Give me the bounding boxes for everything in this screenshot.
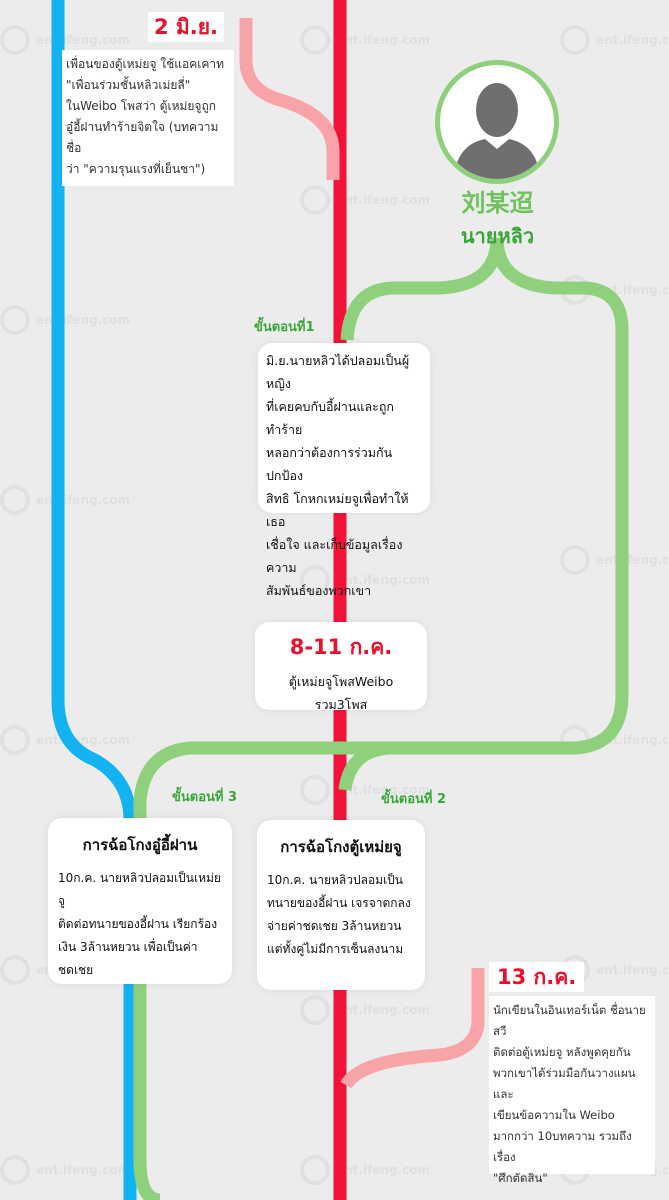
event-jun2-line: เพื่อนของตู้เหม่ยจู ใช้แอคเคาท: [66, 57, 225, 71]
person-avatar: [435, 60, 559, 184]
watermark-text: ent.ifeng.com: [336, 33, 431, 47]
watermark-circle-icon: [0, 1155, 30, 1185]
green-line-step3: [133, 741, 400, 1200]
step1-label: ขั้นตอนที่1: [254, 320, 315, 335]
step1-line: มิ.ย.นายหลิวได้ปลอมเป็นผู้หญิง: [266, 353, 410, 391]
event-jul8-date: 8-11 ก.ค.: [289, 635, 393, 659]
watermark-logo: ent.ifeng.com: [300, 180, 440, 220]
watermark-circle-icon: [0, 485, 30, 515]
watermark-text: ent.ifeng.com: [596, 963, 669, 977]
step2-line: แต่ทั้งคู่ไม่มีการเซ็นลงนาม: [267, 942, 404, 956]
watermark-text: ent.ifeng.com: [336, 1163, 431, 1177]
step1-line: สัมพันธ์ของพวกเขา: [266, 583, 372, 598]
step3-line: เงิน 3ล้านหยวน เพื่อเป็นค่าชดเชย: [58, 940, 198, 977]
event-jun2-line: ว่า "ความรุนแรงที่เย็นชา"): [66, 162, 206, 176]
event-jul13-line: มากกว่า 10บทความ รวมถึงเรื่อง: [493, 1129, 632, 1164]
watermark-logo: ent.ifeng.com: [300, 20, 440, 60]
pink-branch-top: [239, 18, 340, 180]
event-jun2-line: ในWeibo โพสว่า ตู้เหม่ยจูถูก: [66, 99, 216, 113]
person-thai-name: นายหลิว: [460, 224, 535, 248]
event-jun2-line: อู๋อี้ฝานทำร้ายจิตใจ (บทความชื่อ: [66, 120, 219, 155]
watermark-circle-icon: [0, 305, 30, 335]
event-jul8-text: ตู้เหม่ยจูโพสWeibo รวม3โพส: [288, 674, 394, 712]
watermark-text: ent.ifeng.com: [336, 1003, 431, 1017]
event-jul13-note: นักเขียนในอินเทอร์เน็ต ชื่อนายสวี ติดต่อ…: [489, 996, 655, 1185]
step2-title: การฉ้อโกงตู้เหม่ยจู: [280, 838, 402, 856]
watermark-text: ent.ifeng.com: [596, 33, 669, 47]
watermark-logo: ent.ifeng.com: [300, 770, 440, 810]
watermark-text: ent.ifeng.com: [336, 193, 431, 207]
pink-branch-bottom: [340, 968, 485, 1089]
watermark-circle-icon: [300, 185, 330, 215]
watermark-text: ent.ifeng.com: [336, 573, 431, 587]
step2-line: 10ก.ค. นายหลิวปลอมเป็น: [267, 873, 403, 887]
step3-title: การฉ้อโกงอู๋อี้ฝาน: [82, 836, 198, 854]
watermark-circle-icon: [0, 25, 30, 55]
event-jul13-line: "ศึกตัดสิน": [493, 1171, 548, 1185]
watermark-circle-icon: [560, 25, 590, 55]
watermark-text: ent.ifeng.com: [36, 1163, 131, 1177]
person-chinese-name: 刘某迢: [461, 189, 534, 217]
watermark-logo: ent.ifeng.com: [560, 20, 669, 60]
watermark-logo: ent.ifeng.com: [560, 540, 669, 580]
step1-line: สิทธิ โกหกเหม่ยจูเพื่อทำให้เธอ: [266, 491, 409, 529]
person-silhouette-icon: [454, 83, 540, 179]
event-jun2-text: เพื่อนของตู้เหม่ยจู ใช้แอคเคาท "เพื่อนร่…: [62, 50, 234, 186]
watermark-logo: ent.ifeng.com: [300, 560, 440, 600]
watermark-circle-icon: [300, 25, 330, 55]
watermark-circle-icon: [300, 1155, 330, 1185]
watermark-text: ent.ifeng.com: [596, 553, 669, 567]
step1-line: ที่เคยคบกับอี้ฝานและถูกทำร้าย: [266, 399, 394, 437]
step3-card: การฉ้อโกงอู๋อี้ฝาน 10ก.ค. นายหลิวปลอมเป็…: [48, 818, 232, 984]
step2-line: ทนายของอี้ฝาน เจรจาตกลง: [267, 896, 411, 910]
watermark-circle-icon: [300, 995, 330, 1025]
watermark-circle-icon: [300, 775, 330, 805]
watermark-circle-icon: [0, 725, 30, 755]
step1-line: หลอกว่าต้องการร่วมกันปกป้อง: [266, 445, 393, 483]
event-jul13-line: พวกเขาได้ร่วมมือกันวางแผนและ: [493, 1066, 636, 1101]
event-jul13-date: 13 ก.ค.: [489, 962, 585, 992]
watermark-logo: ent.ifeng.com: [300, 990, 440, 1030]
watermark-logo: ent.ifeng.com: [300, 1150, 440, 1190]
event-jul8-card: 8-11 ก.ค. ตู้เหม่ยจูโพสWeibo รวม3โพส: [255, 622, 427, 712]
watermark-circle-icon: [300, 565, 330, 595]
step3-label: ขั้นตอนที่ 3: [172, 790, 238, 805]
watermark-circle-icon: [560, 545, 590, 575]
watermark-text: ent.ifeng.com: [336, 783, 431, 797]
event-jun2-date: 2 มิ.ย.: [148, 12, 225, 42]
watermark-circle-icon: [0, 955, 30, 985]
step2-card: การฉ้อโกงตู้เหม่ยจู 10ก.ค. นายหลิวปลอมเป…: [257, 820, 425, 990]
step2-label: ขั้นตอนที่ 2: [381, 792, 447, 807]
event-jun2-line: "เพื่อนร่วมชั้นหลิวเม่ยลี่": [66, 78, 191, 92]
event-jul13-line: นักเขียนในอินเทอร์เน็ต ชื่อนายสวี: [493, 1003, 646, 1038]
event-jul13-line: เขียนข้อความใน Weibo: [493, 1108, 615, 1122]
step3-line: 10ก.ค. นายหลิวปลอมเป็นเหม่ยจู: [58, 871, 221, 908]
blue-line: [51, 0, 137, 1200]
step1-card: มิ.ย.นายหลิวได้ปลอมเป็นผู้หญิง ที่เคยคบก…: [258, 343, 430, 598]
step1-line: เชื่อใจ และเก็บข้อมูลเรื่องความ: [266, 537, 403, 575]
event-jul13-line: ติดต่อตู้เหม่ยจู หลังพูดคุยกัน: [493, 1045, 631, 1059]
step3-line: ติดต่อทนายของอี้ฝาน เรียกร้อง: [58, 917, 218, 931]
event-jun2-note: 2 มิ.ย. เพื่อนของตู้เหม่ยจู ใช้แอคเคาท "…: [62, 12, 234, 186]
step2-line: จ่ายค่าชดเชย 3ล้านหยวน: [267, 919, 402, 933]
watermark-logo: ent.ifeng.com: [0, 1150, 140, 1190]
